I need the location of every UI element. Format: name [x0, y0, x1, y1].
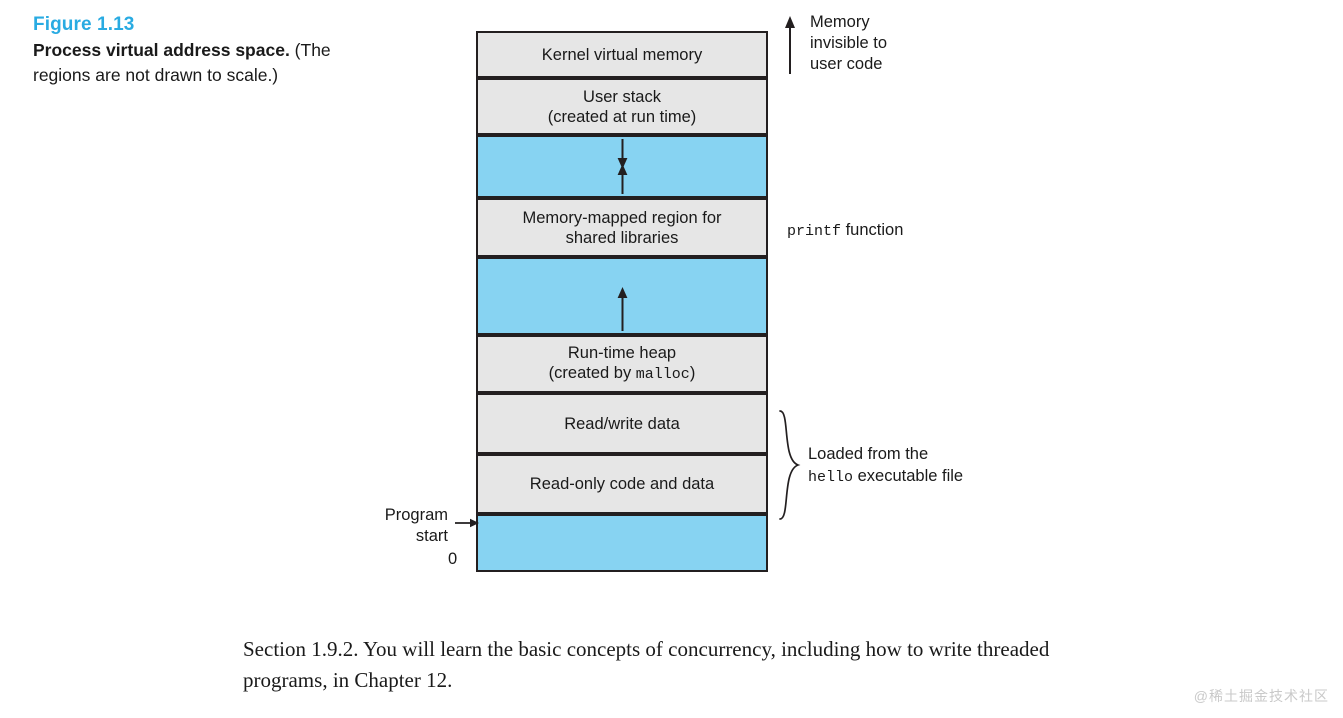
arrow-up-icon	[616, 164, 629, 194]
band-read-only-code-and-data: Read-only code and data	[476, 454, 768, 514]
watermark: @稀土掘金技术社区	[1193, 688, 1329, 704]
arrow-up-icon	[616, 287, 629, 331]
band-user-stack: User stack (created at run time)	[476, 78, 768, 135]
printf-code: printf	[787, 223, 842, 240]
figure-caption-rest: (The regions are not drawn to scale.)	[33, 40, 331, 85]
arrow-right-program-start-icon	[455, 516, 479, 534]
annotation-line3: user code	[810, 55, 883, 73]
annotation-printf-function: printf function	[787, 220, 903, 242]
band-memory-mapped-region: Memory-mapped region for shared librarie…	[476, 198, 768, 257]
band-read-write-data: Read/write data	[476, 393, 768, 454]
virtual-address-space-diagram: Kernel virtual memory User stack (create…	[476, 31, 768, 572]
curly-brace-icon	[776, 409, 802, 526]
label-address-zero: 0	[448, 550, 458, 568]
band-label-line1: Run-time heap	[567, 344, 677, 362]
heap-paren-open: (created by	[548, 364, 636, 382]
loaded-rest: executable file	[853, 467, 964, 485]
arrow-down-icon	[616, 139, 629, 169]
figure-caption-block: Figure 1.13 Process virtual address spac…	[33, 13, 333, 88]
band-label: Read-only code and data	[529, 475, 715, 493]
arrow-up-invisible-icon	[783, 16, 797, 79]
band-runtime-heap: Run-time heap (created by malloc)	[476, 335, 768, 393]
band-label: User stack (created at run time)	[542, 87, 703, 127]
heap-paren-close: )	[689, 364, 696, 382]
annotation-line1: Memory	[810, 13, 870, 31]
band-label-line2: shared libraries	[565, 228, 679, 247]
band-stack-gap	[476, 135, 768, 198]
figure-caption-text: Process virtual address space. (The regi…	[33, 38, 333, 88]
hello-code: hello	[808, 469, 854, 486]
figure-number: Figure 1.13	[33, 14, 135, 35]
annotation-line2: invisible to	[810, 34, 888, 52]
band-kernel-virtual-memory: Kernel virtual memory	[476, 31, 768, 78]
band-label-line1: Memory-mapped region for	[522, 208, 722, 227]
annotation-line1: Program	[384, 506, 448, 524]
annotation-program-start: Program start	[318, 505, 448, 547]
band-label: Read/write data	[564, 414, 680, 433]
printf-rest: function	[841, 221, 904, 239]
annotation-loaded-from-executable: Loaded from the hello executable file	[808, 443, 963, 489]
band-mmap-heap-gap	[476, 257, 768, 335]
annotation-line2: hello executable file	[808, 465, 963, 489]
annotation-line1: Loaded from the	[808, 445, 929, 463]
body-paragraph: Section 1.9.2. You will learn the basic …	[243, 637, 1050, 692]
band-label: Memory-mapped region for shared librarie…	[517, 208, 728, 248]
band-label: Kernel virtual memory	[541, 45, 703, 64]
annotation-line2: start	[415, 527, 448, 545]
band-unused-low-memory	[476, 514, 768, 572]
band-label-line1: User stack	[583, 87, 661, 106]
figure-caption-bold: Process virtual address space.	[33, 40, 290, 60]
band-label-line2: (created at run time)	[547, 107, 697, 126]
heap-malloc-code: malloc	[635, 366, 690, 383]
annotation-memory-invisible: Memory invisible to user code	[810, 12, 887, 75]
band-label: Run-time heap (created by malloc)	[543, 343, 702, 385]
